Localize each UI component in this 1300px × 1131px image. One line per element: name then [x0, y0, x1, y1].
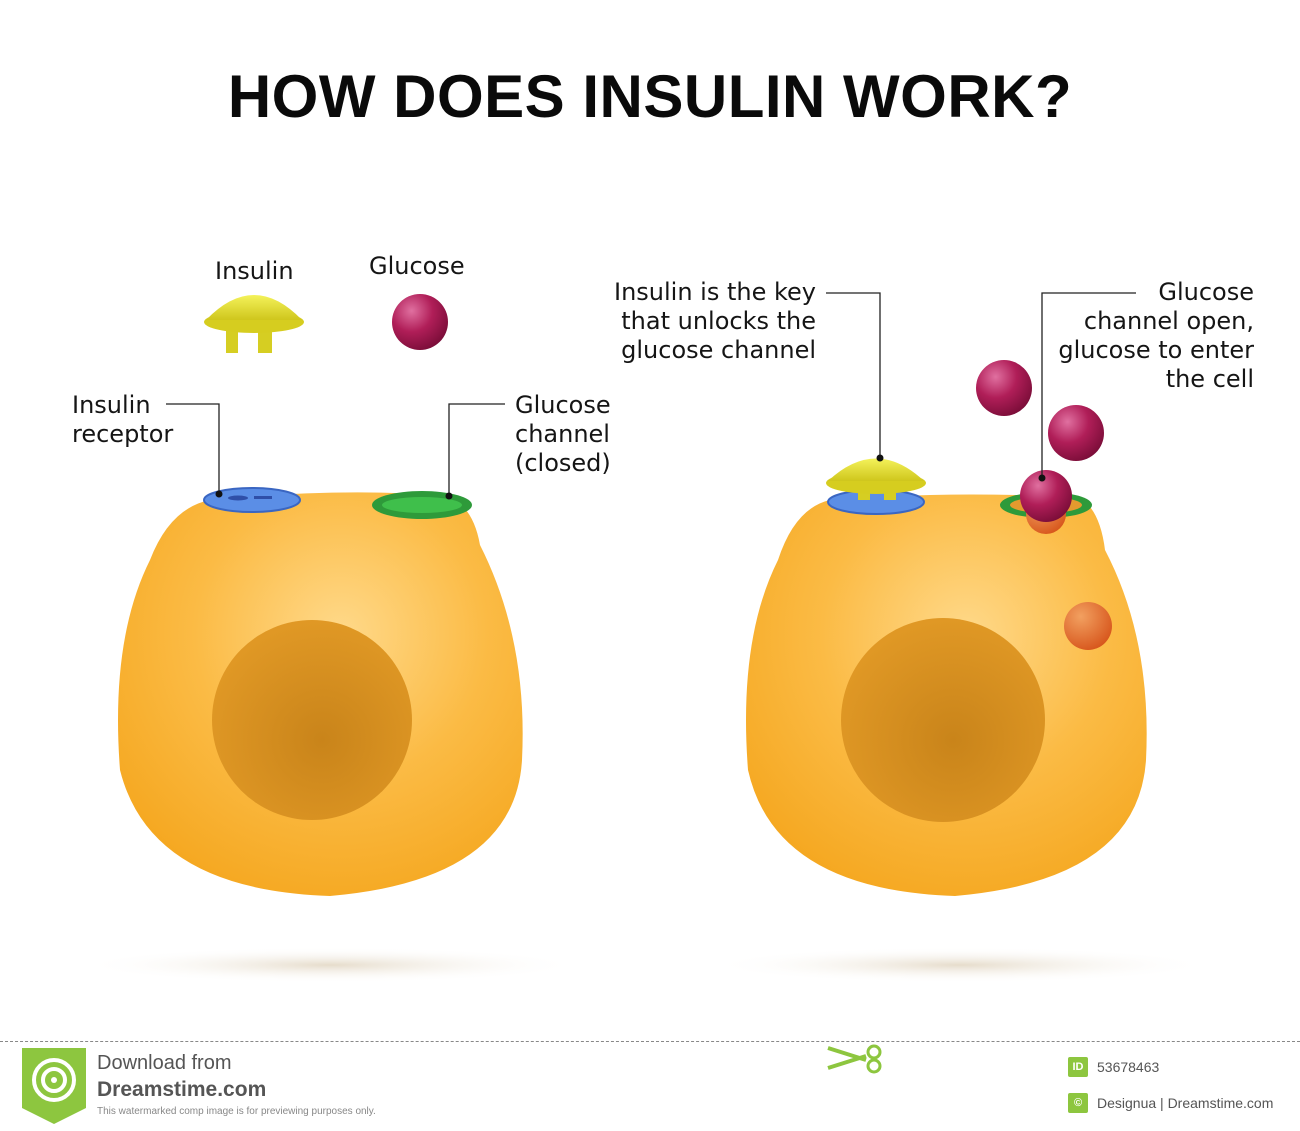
- label-line: receptor: [72, 420, 174, 448]
- label-line: the cell: [1165, 365, 1254, 393]
- dreamstime-link[interactable]: Dreamstime.com: [97, 1078, 267, 1101]
- glucose-in-channel: [1020, 470, 1072, 522]
- image-id: 53678463: [1097, 1059, 1160, 1075]
- channel-inner: [382, 497, 462, 513]
- left-leader-lines: [166, 403, 505, 500]
- download-from-text: Download from: [97, 1052, 232, 1074]
- watermark-footer: Download from Dreamstime.com This waterm…: [0, 1041, 1300, 1131]
- insulin-key-label: Insulin is the key that unlocks the gluc…: [560, 278, 816, 365]
- receptor-slot: [228, 495, 248, 501]
- id-badge: ID: [1068, 1057, 1088, 1077]
- right-leader-lines: [826, 292, 1136, 482]
- docked-insulin: [826, 458, 926, 500]
- cell-shadow-left: [80, 947, 580, 983]
- glucose-channel-closed-label: Glucose channel (closed): [515, 391, 611, 478]
- disclaimer-text: This watermarked comp image is for previ…: [97, 1106, 376, 1117]
- cell-shadow-right: [710, 947, 1210, 983]
- right-cell-nucleus: [841, 618, 1045, 822]
- legend-insulin-icon: [204, 295, 304, 353]
- copyright-badge: ©: [1068, 1093, 1088, 1113]
- label-line: that unlocks the: [621, 307, 816, 335]
- left-cell-nucleus: [212, 620, 412, 820]
- insulin-receptor-label: Insulin receptor: [72, 391, 173, 449]
- legend-glucose-icon: [392, 294, 448, 350]
- label-line: channel: [515, 420, 610, 448]
- scissors-icon: [827, 1044, 882, 1074]
- glucose-channel-open-label: Glucose channel open, glucose to enter t…: [1040, 278, 1254, 394]
- label-line: Insulin: [72, 391, 151, 419]
- label-line: Glucose: [515, 391, 611, 419]
- legend-insulin-label: Insulin: [215, 257, 294, 285]
- label-line: channel open,: [1083, 307, 1254, 335]
- label-line: Glucose: [1158, 278, 1254, 306]
- label-line: (closed): [515, 449, 611, 477]
- left-cell: [118, 487, 523, 896]
- dreamstime-logo-icon: [22, 1048, 86, 1124]
- label-line: glucose to enter: [1058, 336, 1254, 364]
- label-line: glucose channel: [621, 336, 816, 364]
- page-title: HOW DOES INSULIN WORK?: [227, 63, 1073, 130]
- glucose-outside-2: [1048, 405, 1104, 461]
- insulin-diagram: [80, 292, 1210, 983]
- receptor-slot: [254, 496, 272, 499]
- glucose-inside-cell: [1064, 602, 1112, 650]
- label-line: Insulin is the key: [613, 278, 816, 306]
- right-cell: [746, 458, 1147, 896]
- glucose-outside-1: [976, 360, 1032, 416]
- legend-glucose-label: Glucose: [369, 252, 465, 280]
- left-insulin-receptor: [203, 487, 301, 513]
- credit-text: Designua | Dreamstime.com: [1097, 1095, 1274, 1111]
